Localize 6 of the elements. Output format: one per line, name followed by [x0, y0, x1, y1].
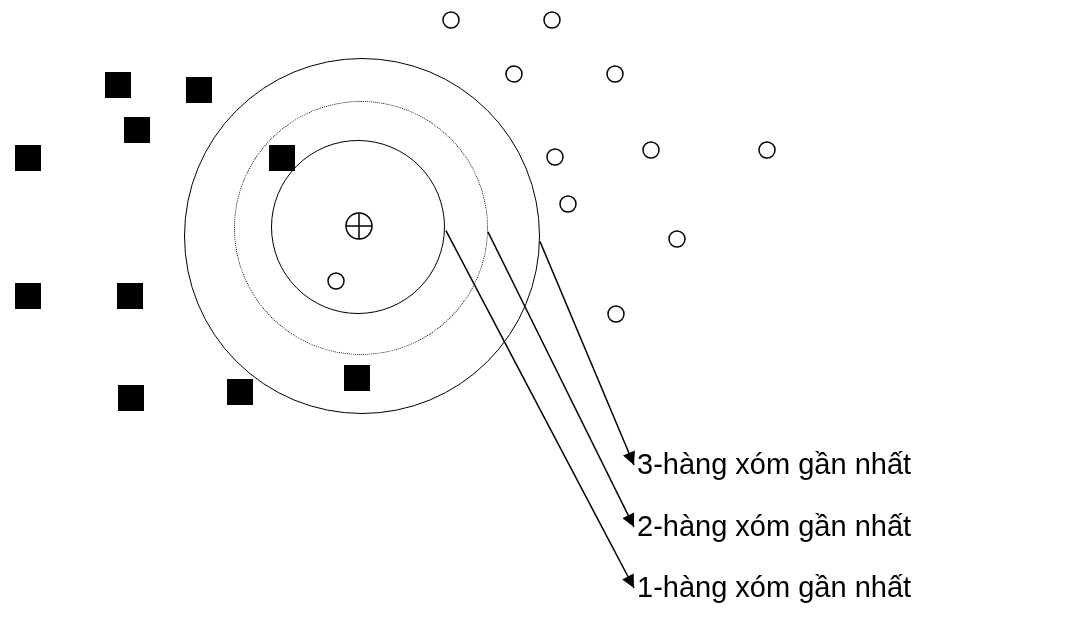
arrow	[487, 231, 635, 528]
arrow	[539, 240, 635, 466]
neighbor-label: 1-hàng xóm gần nhất	[637, 570, 912, 606]
neighbor-label: 2-hàng xóm gần nhất	[637, 509, 912, 545]
arrow	[445, 229, 635, 589]
neighbor-label: 3-hàng xóm gần nhất	[637, 447, 912, 483]
